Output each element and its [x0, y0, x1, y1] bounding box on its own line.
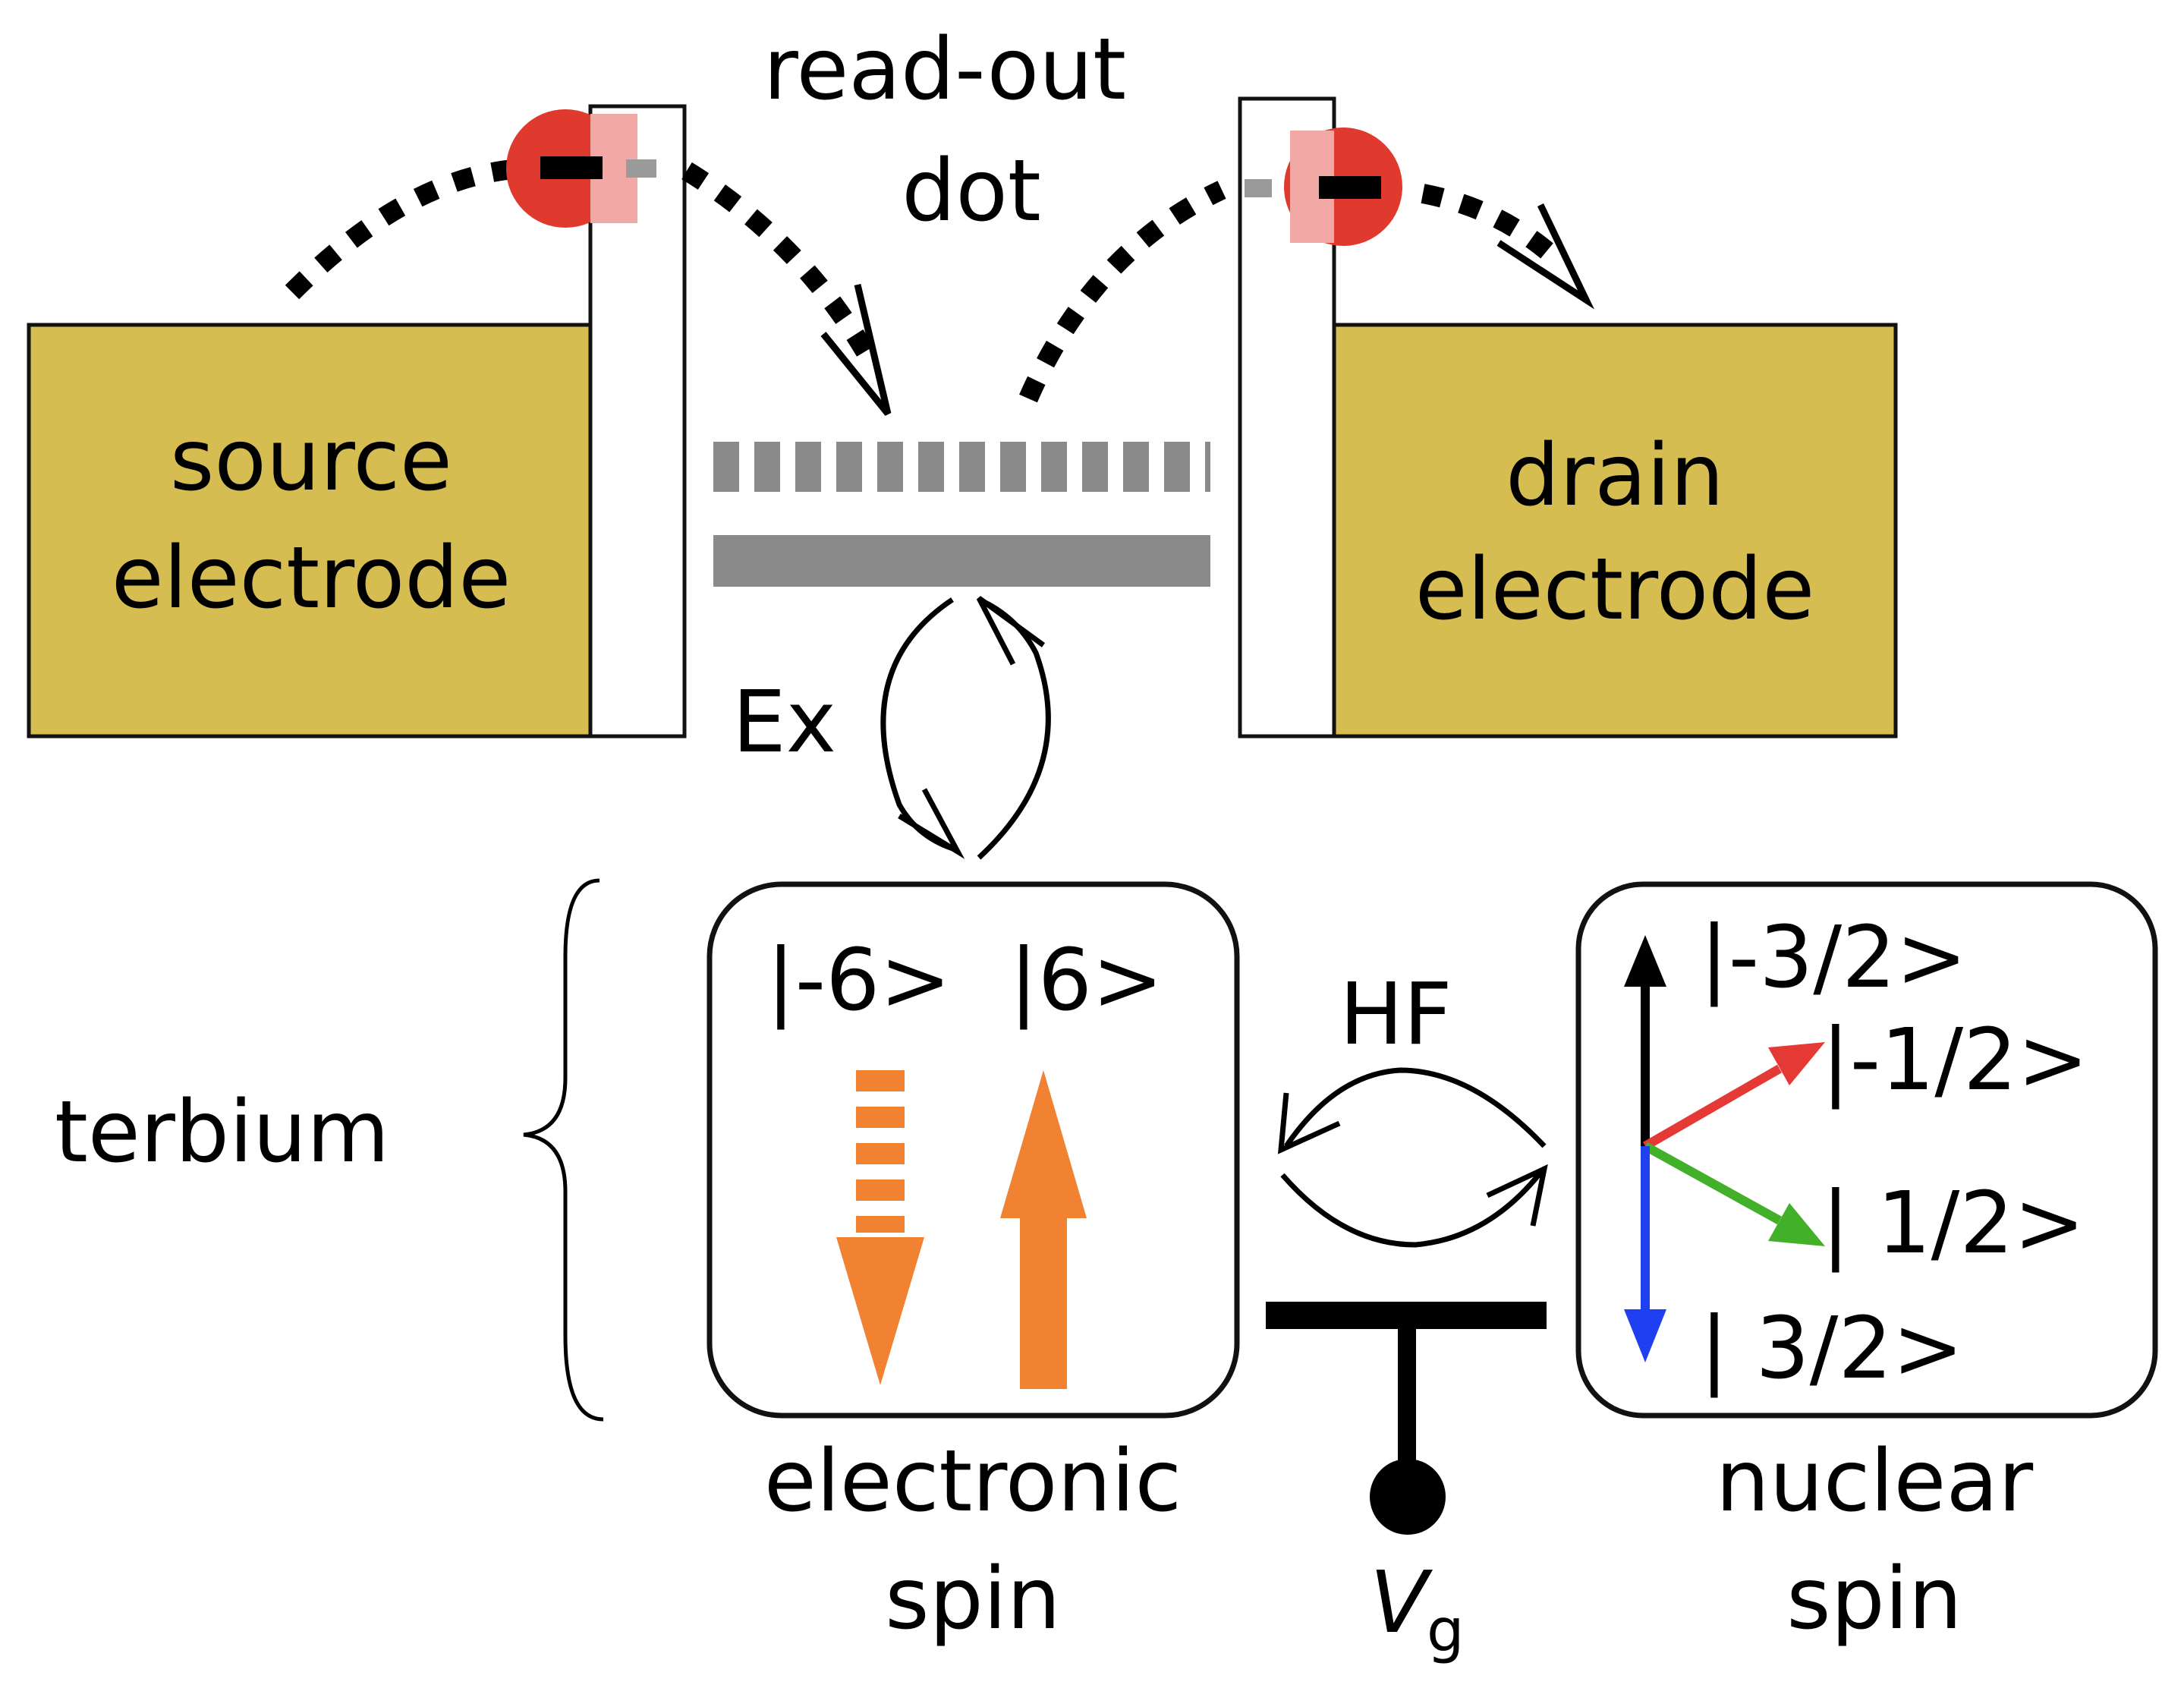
nuclear-state-label-minus3half: |-3/2>	[1700, 909, 1967, 1007]
nuclear-state-arrow-minus1half	[1643, 1064, 1782, 1151]
hyperfine-arrowhead-left	[1277, 1092, 1341, 1154]
gate-voltage-label: V	[1370, 1554, 1433, 1652]
electronic-state-plus6: |6>	[1009, 931, 1163, 1030]
nuclear-spin-label-line1: nuclear	[1716, 1432, 2034, 1531]
terbium-label: terbium	[55, 1083, 389, 1182]
hyperfine-arrowhead-right	[1486, 1164, 1548, 1227]
exchange-coupling-label: Ex	[732, 673, 836, 772]
tunneling-arrowhead-to-drain	[1496, 203, 1595, 310]
source-electrode-label-line1: source	[170, 411, 452, 510]
electron-tunneling-path-source	[285, 159, 524, 300]
gate-terminal	[1370, 1459, 1446, 1535]
nuclear-spin-box	[1575, 881, 2158, 1419]
nuclear-state-label-plus1half: | 1/2>	[1821, 1174, 2085, 1273]
electron-tunneling-path-to-dot	[681, 162, 882, 370]
nuclear-state-label-plus3half: | 3/2>	[1700, 1299, 1963, 1398]
electronic-spin-label-line1: electronic	[764, 1432, 1182, 1531]
readout-dot-label-line1: read-out	[763, 20, 1126, 119]
electronic-state-minus6: |-6>	[766, 931, 951, 1030]
nuclear-state-arrowhead-minus3half	[1624, 935, 1666, 987]
electron-tunneling-path-drain	[1421, 184, 1566, 269]
drain-electrode	[1332, 323, 1898, 739]
drain-electrode-label-line1: drain	[1506, 427, 1724, 525]
exchange-arrowhead-down	[898, 788, 965, 859]
gate-voltage-subscript: g	[1427, 1597, 1465, 1665]
gate-electrode-plate	[1266, 1302, 1547, 1329]
hyperfine-coupling-label: HF	[1339, 965, 1452, 1064]
gate-stem	[1398, 1328, 1416, 1484]
source-electrode-label-line2: electrode	[112, 529, 511, 628]
terbium-brace	[523, 878, 604, 1422]
nuclear-state-arrowhead-plus3half	[1624, 1309, 1666, 1362]
nuclear-spin-label-line2: spin	[1786, 1550, 1962, 1649]
electronic-spin-label-line2: spin	[885, 1550, 1061, 1649]
hyperfine-arrow-left	[1284, 1067, 1547, 1148]
exchange-arrowhead-up	[976, 596, 1046, 666]
readout-dot-label-line2: dot	[902, 142, 1041, 241]
electron-minus-sign-drain	[1319, 176, 1381, 199]
hyperfine-arrow-right	[1280, 1170, 1543, 1248]
electron-minus-sign-drain-tail	[1245, 179, 1272, 197]
nuclear-state-arrowhead-plus1half	[1768, 1203, 1825, 1246]
nuclear-state-label-minus1half: |-1/2>	[1821, 1011, 2088, 1110]
nuclear-state-arrowhead-minus1half	[1768, 1042, 1825, 1085]
exchange-arrow-down	[880, 597, 958, 853]
electron-tunneling-path-from-dot	[1019, 181, 1226, 403]
electronic-spin-up-arrow	[1000, 1070, 1087, 1389]
nuclear-state-arrow-plus1half	[1643, 1142, 1782, 1225]
readout-dot-filled-level	[713, 535, 1210, 587]
electron-minus-sign-source	[540, 156, 603, 179]
drain-electrode-label-line2: electrode	[1415, 540, 1815, 639]
source-electrode	[27, 323, 593, 739]
tunneling-arrowhead-to-dot	[820, 283, 892, 416]
electron-minus-sign-source-tail	[626, 159, 656, 178]
electronic-spin-down-arrow	[836, 1070, 924, 1385]
electronic-spin-box	[706, 881, 1240, 1419]
